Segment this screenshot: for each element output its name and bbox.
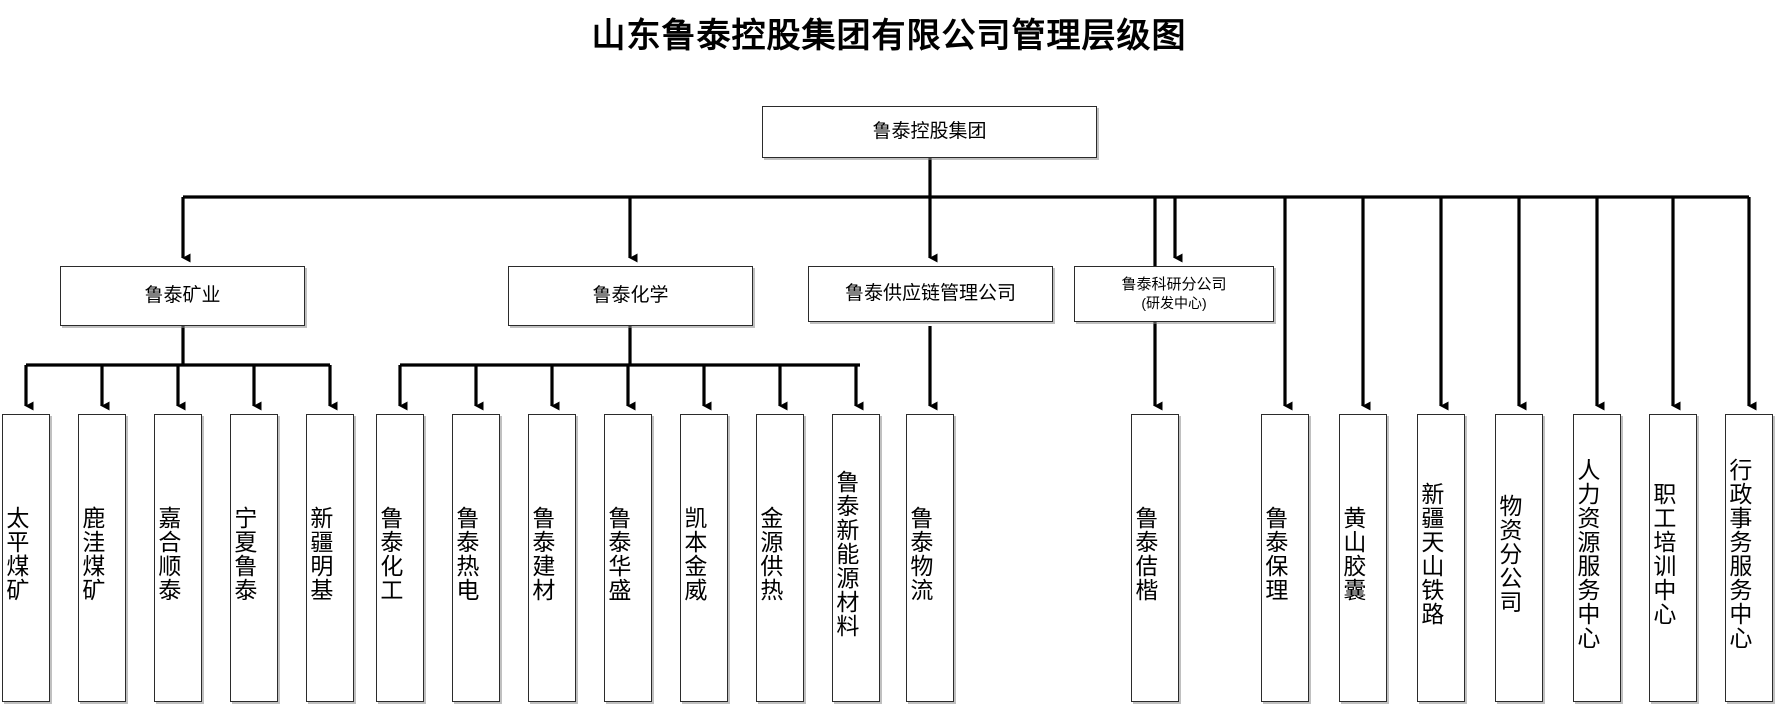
node-leaf-lutai-factoring[interactable]: 鲁泰保理 [1261,414,1309,702]
node-root-label: 鲁泰控股集团 [872,121,987,143]
node-leaf-hr-service-center-label: 人力资源服务中心 [1573,458,1600,650]
node-leaf-kaiben-jinwei-label: 凯本金威 [680,506,707,602]
node-division-chemical-label: 鲁泰化学 [592,285,669,307]
node-leaf-lutai-chemical-industry[interactable]: 鲁泰化工 [376,414,424,702]
node-leaf-taiping-coal[interactable]: 太平煤矿 [2,414,50,702]
node-leaf-lutai-new-energy-materials[interactable]: 鲁泰新能源材料 [832,414,880,702]
node-leaf-lutai-huasheng[interactable]: 鲁泰华盛 [604,414,652,702]
node-leaf-staff-training-center-label: 职工培训中心 [1649,482,1676,626]
node-leaf-luwa-coal[interactable]: 鹿洼煤矿 [78,414,126,702]
node-leaf-ningxia-lutai-label: 宁夏鲁泰 [230,506,257,602]
node-leaf-lutai-jikai-label: 鲁泰佶楷 [1131,506,1158,602]
node-division-supply-chain[interactable]: 鲁泰供应链管理公司 [808,266,1053,322]
node-leaf-hr-service-center[interactable]: 人力资源服务中心 [1573,414,1621,702]
node-root[interactable]: 鲁泰控股集团 [762,106,1097,158]
node-leaf-huangshan-capsule-label: 黄山胶囊 [1339,506,1366,602]
node-division-chemical[interactable]: 鲁泰化学 [508,266,753,326]
node-leaf-lutai-chemical-industry-label: 鲁泰化工 [376,506,403,602]
node-division-research[interactable]: 鲁泰科研分公司 (研发中心) [1074,266,1274,322]
node-leaf-xinjiang-tianshan-railway-label: 新疆天山铁路 [1417,482,1444,626]
node-leaf-jiaheshuntai[interactable]: 嘉合顺泰 [154,414,202,702]
node-leaf-lutai-logistics[interactable]: 鲁泰物流 [906,414,954,702]
node-leaf-luwa-coal-label: 鹿洼煤矿 [78,506,105,602]
node-leaf-materials-branch-label: 物资分公司 [1495,494,1522,614]
node-leaf-huangshan-capsule[interactable]: 黄山胶囊 [1339,414,1387,702]
node-division-mining-label: 鲁泰矿业 [144,285,221,307]
node-leaf-xinjiang-tianshan-railway[interactable]: 新疆天山铁路 [1417,414,1465,702]
node-leaf-lutai-factoring-label: 鲁泰保理 [1261,506,1288,602]
node-leaf-staff-training-center[interactable]: 职工培训中心 [1649,414,1697,702]
node-division-research-label: 鲁泰科研分公司 [1121,275,1227,293]
node-leaf-jinyuan-heating-label: 金源供热 [756,506,783,602]
node-leaf-lutai-jikai[interactable]: 鲁泰佶楷 [1131,414,1179,702]
node-leaf-xinjiang-mingji[interactable]: 新疆明基 [306,414,354,702]
node-leaf-lutai-thermal-power-label: 鲁泰热电 [452,506,479,602]
node-leaf-materials-branch[interactable]: 物资分公司 [1495,414,1543,702]
node-division-research-sublabel: (研发中心) [1141,294,1207,311]
node-leaf-lutai-building-materials[interactable]: 鲁泰建材 [528,414,576,702]
node-leaf-lutai-huasheng-label: 鲁泰华盛 [604,506,631,602]
node-leaf-taiping-coal-label: 太平煤矿 [2,506,29,602]
node-leaf-jiaheshuntai-label: 嘉合顺泰 [154,506,181,602]
node-leaf-lutai-thermal-power[interactable]: 鲁泰热电 [452,414,500,702]
node-leaf-lutai-new-energy-materials-label: 鲁泰新能源材料 [832,470,859,638]
page-title: 山东鲁泰控股集团有限公司管理层级图 [591,16,1187,56]
node-leaf-jinyuan-heating[interactable]: 金源供热 [756,414,804,702]
node-leaf-xinjiang-mingji-label: 新疆明基 [306,506,333,602]
node-leaf-admin-service-center[interactable]: 行政事务服务中心 [1725,414,1773,702]
node-leaf-lutai-logistics-label: 鲁泰物流 [906,506,933,602]
node-leaf-admin-service-center-label: 行政事务服务中心 [1725,458,1752,650]
node-leaf-lutai-building-materials-label: 鲁泰建材 [528,506,555,602]
node-division-mining[interactable]: 鲁泰矿业 [60,266,305,326]
node-division-supply-chain-label: 鲁泰供应链管理公司 [844,283,1016,305]
node-leaf-kaiben-jinwei[interactable]: 凯本金威 [680,414,728,702]
node-leaf-ningxia-lutai[interactable]: 宁夏鲁泰 [230,414,278,702]
